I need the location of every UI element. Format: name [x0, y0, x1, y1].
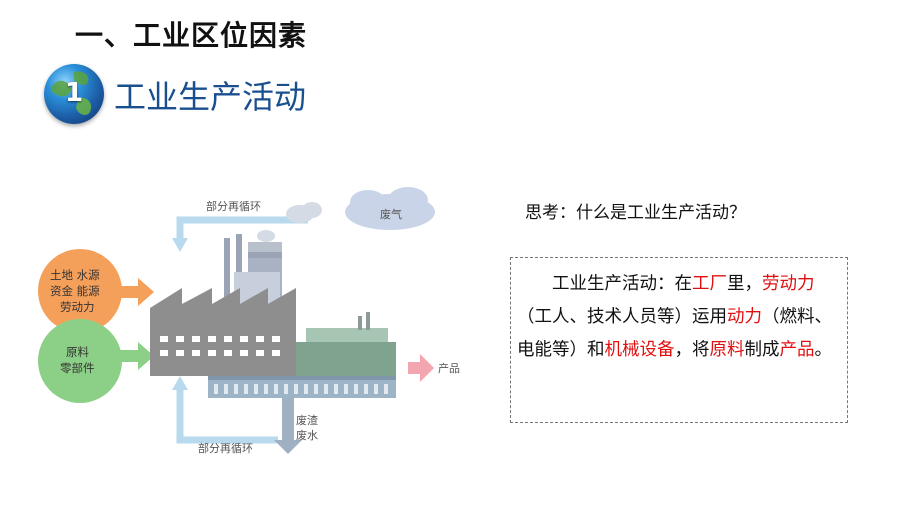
resources-circle: [38, 249, 122, 333]
input-arrow-top: [120, 278, 154, 306]
keyword-power: 动力: [727, 307, 762, 327]
definition-part-4: （燃料、电能等）和: [517, 307, 832, 360]
globe-number-badge: 1: [44, 64, 104, 124]
factory-illustration: [150, 234, 396, 398]
keyword-product: 产品: [779, 340, 815, 360]
section-title: 一、工业区位因素: [75, 19, 308, 52]
definition-part-3: （工人、技术人员等）运用: [517, 307, 727, 327]
waste-arrowhead: [274, 440, 302, 454]
recycle-bottom-arrowhead: [172, 376, 188, 390]
exhaust-label: 废气: [380, 207, 402, 221]
materials-line-1: 原料: [66, 345, 89, 359]
resources-line-3: 劳动力: [60, 300, 95, 314]
smoke-cloud-small: [257, 202, 322, 242]
definition-part-1: 工业生产活动：在: [552, 274, 692, 294]
recycle-top-arrow: [176, 216, 308, 240]
definition-part-5: ，将: [674, 340, 710, 360]
keyword-raw-material: 原料: [709, 340, 745, 360]
waste-label-1: 废渣: [296, 413, 318, 427]
think-question: 思考：什么是工业生产活动？: [525, 203, 746, 223]
recycle-top-label: 部分再循环: [206, 199, 261, 213]
keyword-factory: 工厂: [692, 274, 727, 294]
recycle-bottom-label: 部分再循环: [198, 441, 253, 455]
waste-label-2: 废水: [296, 428, 318, 442]
definition-part-6: 制成: [744, 340, 780, 360]
definition-text: 工业生产活动：在工厂里，劳动力 （工人、技术人员等）运用动力（燃料、电能等）和机械…: [517, 268, 843, 367]
definition-box: 工业生产活动：在工厂里，劳动力 （工人、技术人员等）运用动力（燃料、电能等）和机械…: [510, 257, 848, 423]
keyword-labor: 劳动力: [762, 274, 815, 294]
badge-number: 1: [64, 78, 84, 108]
globe-icon: [51, 71, 92, 115]
materials-circle: [38, 319, 122, 403]
recycle-bottom-arrow: [176, 388, 278, 444]
resources-line-1: 土地 水源: [50, 268, 100, 282]
materials-line-2: 零部件: [60, 361, 95, 375]
output-arrow: [408, 354, 434, 382]
recycle-top-arrowhead: [172, 238, 188, 252]
definition-part-7: 。: [814, 340, 833, 360]
resources-line-2: 资金 能源: [50, 284, 100, 298]
keyword-machinery: 机械设备: [604, 340, 675, 360]
exhaust-cloud: [345, 187, 435, 230]
subtitle: 工业生产活动: [114, 78, 307, 116]
definition-part-2: 里，: [727, 274, 762, 294]
industrial-production-diagram: 部分再循环 废气 土地 水源 资金 能源 劳动力 原料 零部件: [38, 187, 460, 455]
waste-arrow-shaft: [282, 398, 294, 442]
output-label: 产品: [438, 361, 460, 375]
input-arrow-bottom: [120, 342, 154, 370]
